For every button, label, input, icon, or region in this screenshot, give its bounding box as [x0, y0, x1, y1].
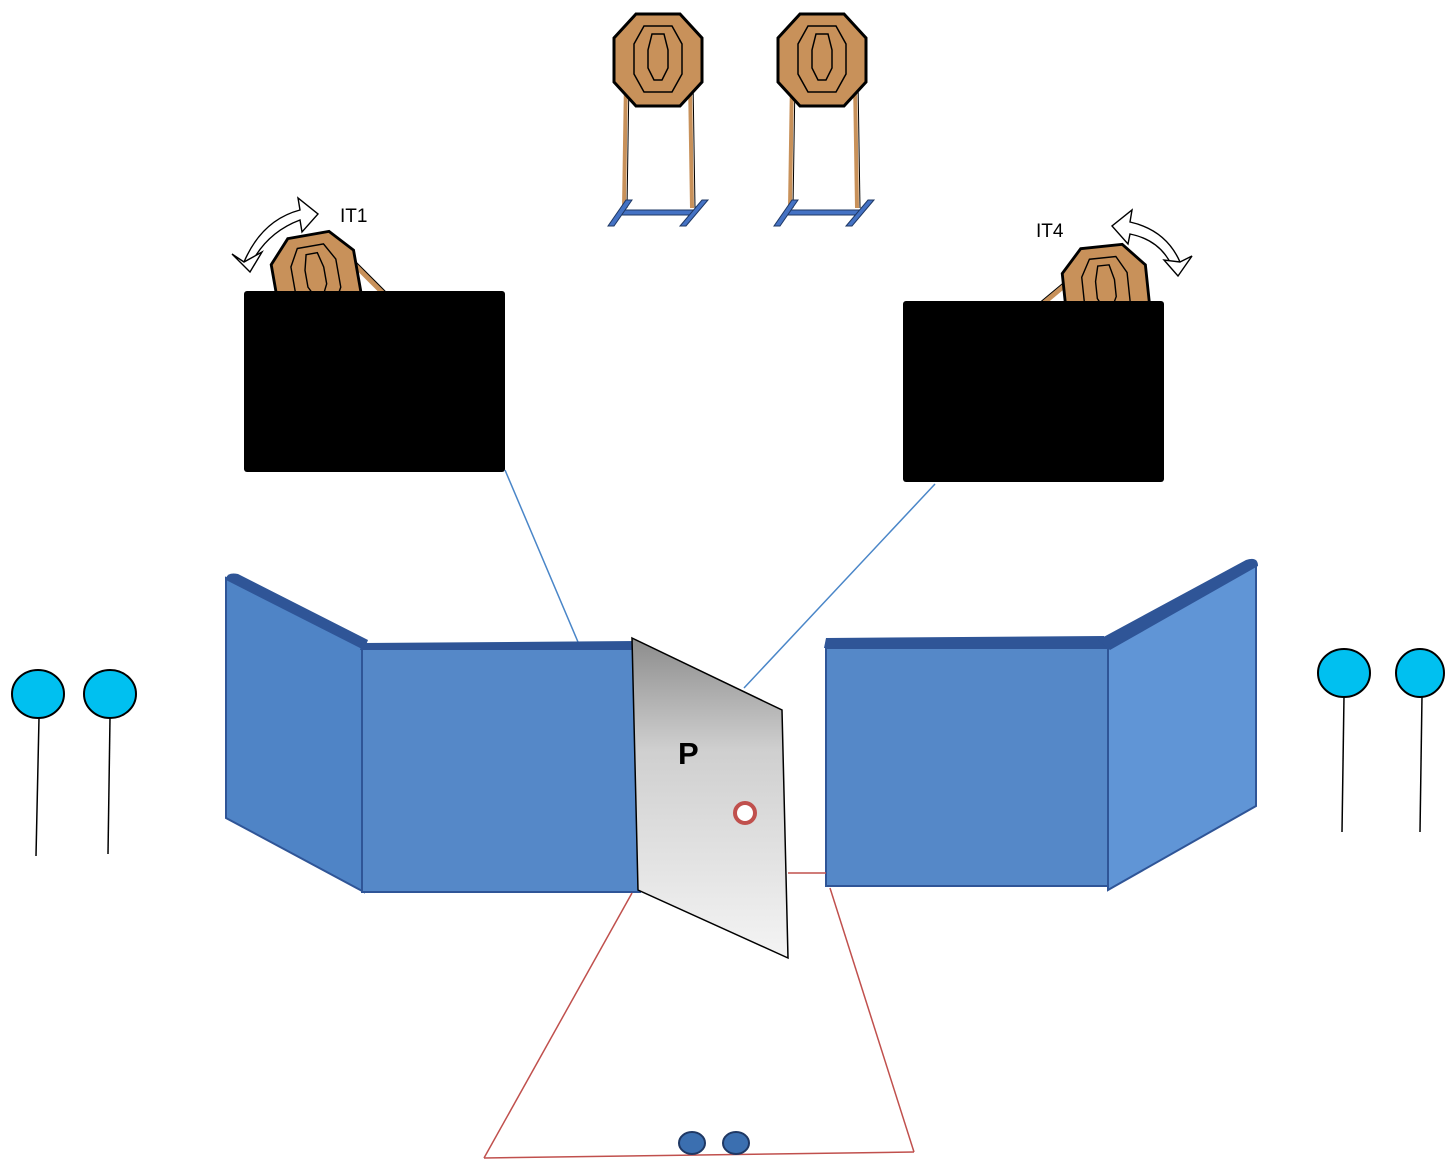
popper-right-1: [1317, 648, 1371, 833]
wall-left: [225, 573, 641, 894]
wall-right: [824, 558, 1258, 892]
port-panel: P: [631, 636, 789, 960]
port-marker: [733, 801, 757, 825]
steel-target-icon: [776, 12, 868, 108]
rotation-arrow-icon: [231, 196, 320, 274]
swinger-target-it1: [265, 226, 387, 330]
rotation-arrow-icon: [1110, 208, 1193, 278]
label-it1: IT1: [340, 206, 367, 227]
popper-icon: [1395, 648, 1445, 698]
hard-cover-right: [903, 301, 1164, 482]
label-it4: IT4: [1036, 221, 1064, 242]
steel-target-icon: [612, 12, 704, 108]
steel-target-left: [607, 12, 710, 227]
sight-line-left: [504, 469, 579, 643]
start-position-icon: [678, 1131, 750, 1155]
popper-left-1: [11, 669, 65, 857]
label-port: P: [678, 736, 699, 771]
sight-line-right: [743, 483, 936, 689]
steel-target-right: [773, 12, 876, 227]
popper-right-2: [1395, 648, 1445, 833]
popper-icon: [1317, 648, 1371, 698]
popper-icon: [83, 669, 137, 719]
hard-cover-left: [244, 291, 505, 472]
target-stand-base: [607, 199, 710, 227]
popper-left-2: [83, 669, 137, 855]
fault-lines: [483, 872, 915, 1159]
target-stand-base: [773, 199, 876, 227]
popper-icon: [11, 669, 65, 719]
